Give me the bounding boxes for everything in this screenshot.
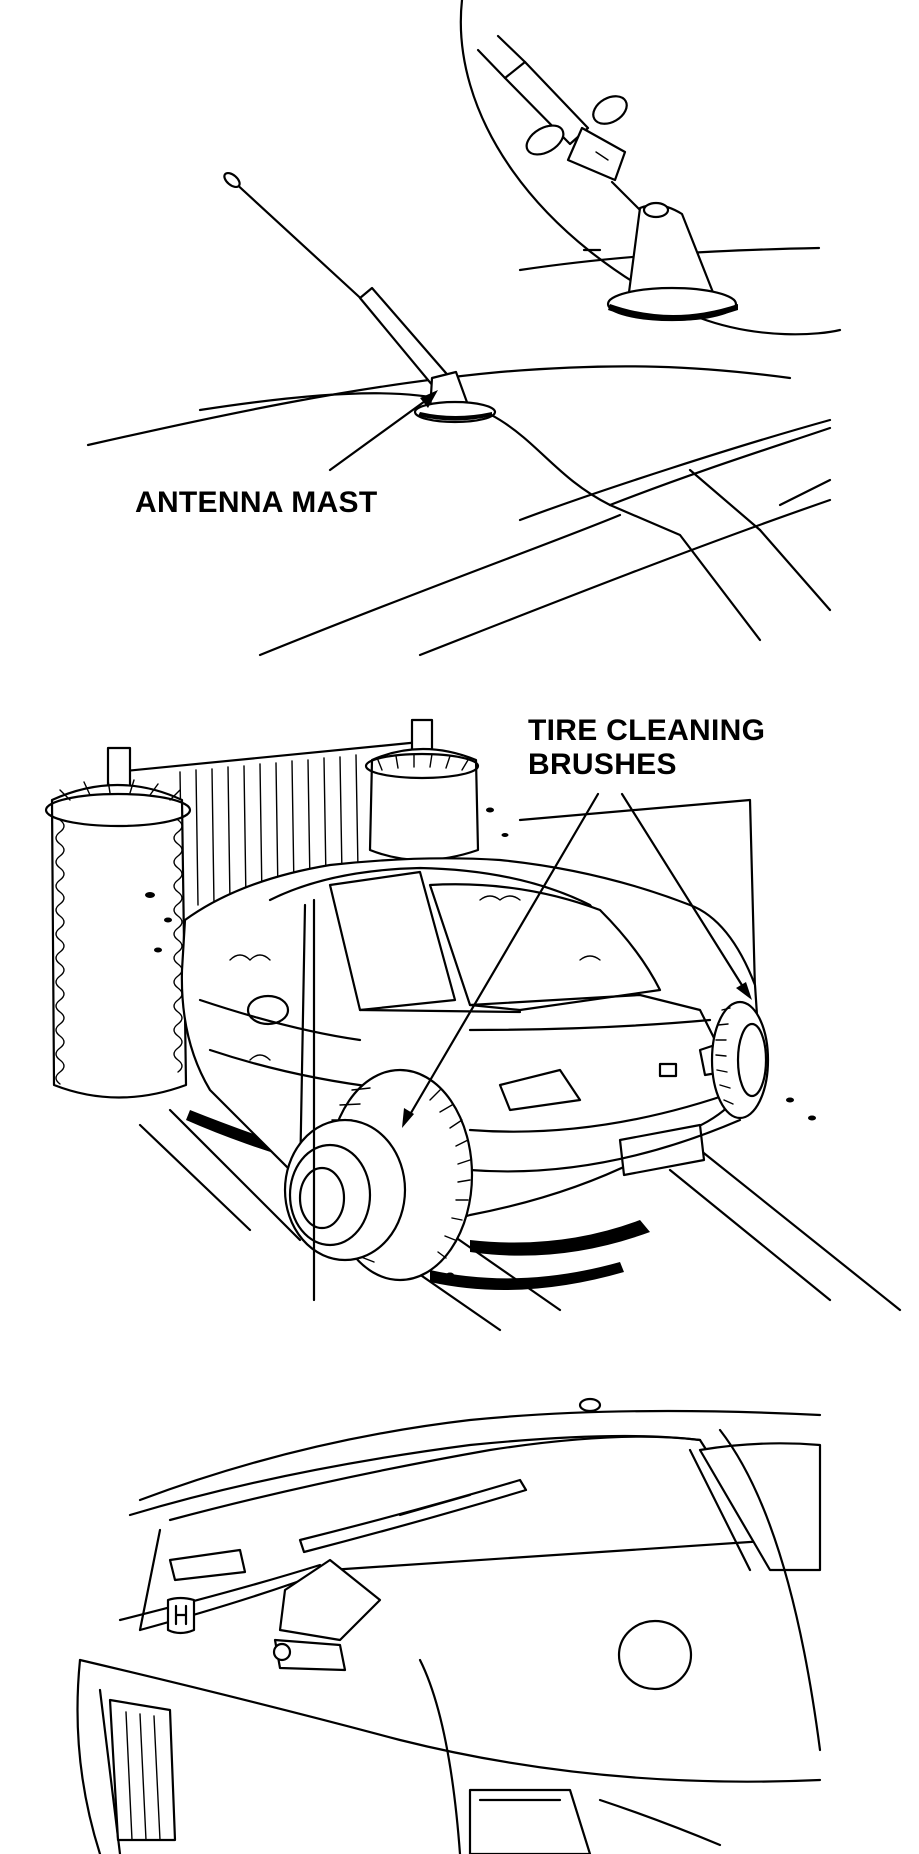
antenna-mast <box>223 171 497 424</box>
car-rear-panel <box>76 1397 822 1854</box>
antenna-detail-inset <box>459 0 842 336</box>
car-wash-panel <box>44 718 902 1332</box>
tire-brushes-pointers <box>402 792 752 1128</box>
antenna-mast-label: ANTENNA MAST <box>135 486 378 519</box>
tire-cleaning-brushes-label-line2: BRUSHES <box>528 748 677 781</box>
antenna-roof-panel <box>86 365 832 657</box>
tire-cleaning-brushes-label-line1: TIRE CLEANING <box>528 714 766 747</box>
antenna-pointer <box>328 390 438 472</box>
